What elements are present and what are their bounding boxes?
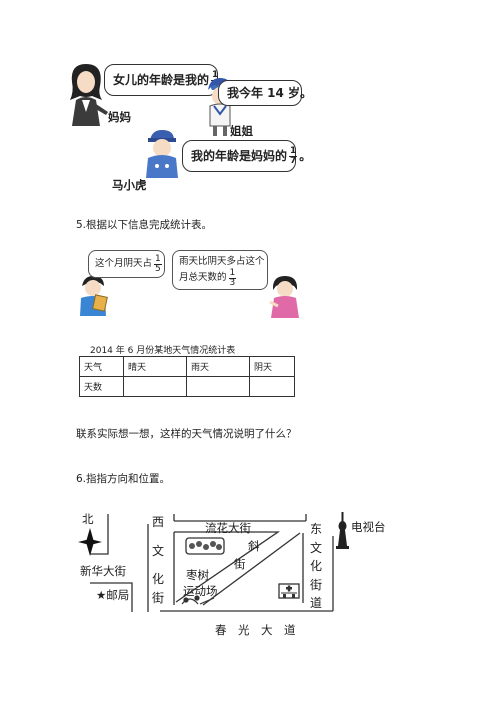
table-cell-sunny[interactable] (123, 376, 187, 397)
q5-question: 联系实际想一想，这样的天气情况说明了什么？ (76, 428, 297, 440)
weather-table-wrap: 天气 晴天 雨天 阴天 天数 (79, 356, 295, 397)
hospital-icon (278, 583, 300, 599)
mom-name: 妈妈 (108, 110, 131, 124)
table-header-weather: 天气 (79, 356, 124, 377)
zaoshu-label: 枣树 (186, 568, 209, 582)
table-header-rainy: 雨天 (186, 356, 250, 377)
table-caption: 2014 年 6 月份某地天气情况统计表 (90, 346, 236, 356)
bubble-left-text: 这个月阴天占 (95, 258, 153, 270)
tiger-line-suffix: 。 (299, 149, 312, 163)
table-header-row: 天气 晴天 雨天 阴天 (79, 356, 295, 377)
weather-table: 天气 晴天 雨天 阴天 天数 (79, 356, 295, 397)
q6-title: 6.指指方向和位置。 (76, 473, 171, 485)
bubble-left: 这个月阴天占 1 5 (88, 250, 165, 278)
chunguang-avenue-label: 春 光 大 道 (215, 623, 296, 637)
bubble-right-line1: 雨天比阴天多占这个 (179, 256, 265, 267)
zaoshu-crowd-icon (185, 537, 225, 555)
xinhua-street-label: 新华大街 (80, 564, 126, 578)
bubble-left-fraction: 1 5 (154, 253, 162, 274)
playground-label: 运动场 (183, 584, 218, 598)
sister-name: 姐姐 (230, 124, 253, 138)
sister-speech-bubble: 我今年 14 岁。 (218, 80, 312, 106)
mom-speech-bubble: 女儿的年龄是我的 1 3 。 (104, 64, 233, 96)
mom-figure (62, 60, 110, 126)
table-cell-cloudy[interactable] (249, 376, 295, 397)
tv-tower-icon (336, 512, 349, 549)
bubble-right-fraction: 1 3 (228, 267, 237, 288)
tiger-speech-bubble: 我的年龄是妈妈的 1 7 。 (182, 140, 311, 172)
tiger-line-prefix: 我的年龄是妈妈的 (191, 149, 288, 163)
tiger-fraction: 1 7 (289, 145, 298, 166)
girl-figure (268, 276, 302, 318)
table-row-label: 天数 (79, 376, 124, 397)
tv-tower-label: 电视台 (351, 520, 386, 534)
tiger-name: 马小虎 (112, 178, 147, 192)
north-arrow-icon (78, 528, 102, 556)
liuhua-street-label: 流花大街 (205, 521, 251, 535)
xie-street-char1: 斜 (248, 539, 260, 553)
north-label: 北 (82, 512, 94, 526)
table-cell-rainy[interactable] (186, 376, 250, 397)
bubble-right: 雨天比阴天多占这个 月总天数的 1 3 (172, 250, 268, 290)
east-culture-street-label: 东 文 化 街 道 (310, 522, 323, 611)
q5-title: 5.根据以下信息完成统计表。 (76, 219, 213, 231)
post-office-label: ★邮局 (96, 588, 130, 602)
table-header-sunny: 晴天 (123, 356, 187, 377)
boy-figure (76, 276, 110, 316)
west-culture-street-label: 西 文 化 街 (152, 515, 165, 605)
table-row-days: 天数 (79, 376, 295, 397)
table-header-cloudy: 阴天 (249, 356, 295, 377)
mom-line-prefix: 女儿的年龄是我的 (113, 73, 210, 87)
tiger-figure (142, 128, 182, 178)
bubble-right-line2: 月总天数的 (179, 272, 227, 284)
xie-street-char2: 街 (234, 557, 246, 571)
sister-line: 我今年 14 岁。 (227, 86, 313, 100)
